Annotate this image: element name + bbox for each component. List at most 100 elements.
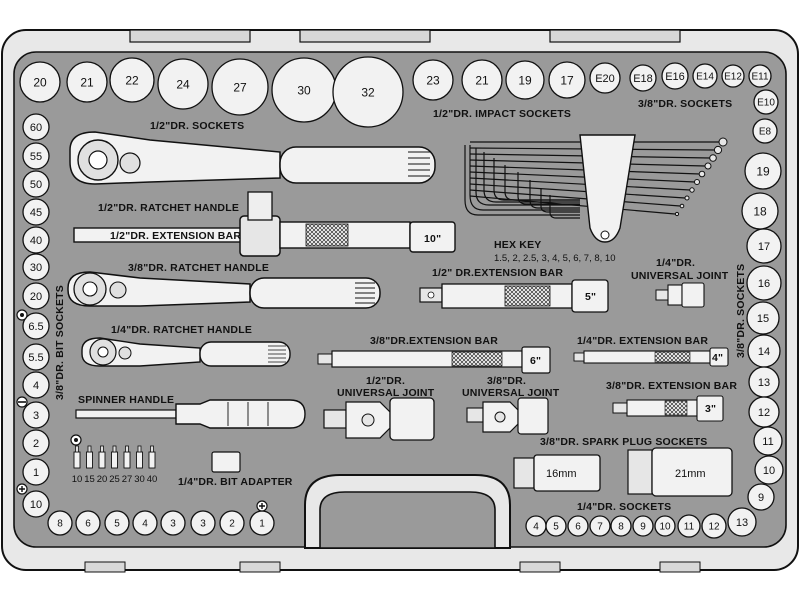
socket-left_col[interactable]: 3 xyxy=(22,401,50,429)
socket-label: 8 xyxy=(57,519,63,530)
socket-half_top[interactable]: 30 xyxy=(271,57,337,123)
socket-bottom_left[interactable]: 6 xyxy=(75,510,101,536)
screwdriver-bit[interactable]: 40 xyxy=(147,445,158,485)
socket-right_col[interactable]: 19 xyxy=(744,152,782,190)
socket-e_top[interactable]: E12 xyxy=(721,64,745,88)
socket-quarter_bottom[interactable]: 4 xyxy=(525,515,547,537)
quarter-extension-bar-4in[interactable] xyxy=(573,347,729,367)
socket-label: E16 xyxy=(665,71,685,83)
socket-right_col[interactable]: 10 xyxy=(754,455,784,485)
screwdriver-bit[interactable]: 25 xyxy=(109,445,120,485)
socket-quarter_bottom[interactable]: 5 xyxy=(545,515,567,537)
socket-e_top[interactable]: E20 xyxy=(589,62,621,94)
socket-e_right[interactable]: E10 xyxy=(753,89,779,115)
socket-left_col[interactable]: 2 xyxy=(22,429,50,457)
screwdriver-bit[interactable]: 27 xyxy=(122,445,133,485)
socket-left_col[interactable]: 6.5 xyxy=(22,312,50,340)
socket-bottom_left[interactable]: 3 xyxy=(190,510,216,536)
spark-plug-socket-16mm[interactable] xyxy=(513,454,601,492)
quarter-universal-joint[interactable] xyxy=(655,282,705,308)
spinner-handle[interactable] xyxy=(75,399,306,429)
socket-e_right[interactable]: E8 xyxy=(752,118,778,144)
screwdriver-bit[interactable]: 10 xyxy=(72,445,83,485)
socket-left_col[interactable]: 4 xyxy=(22,371,50,399)
socket-quarter_bottom[interactable]: 13 xyxy=(727,507,757,537)
socket-quarter_bottom[interactable]: 6 xyxy=(567,515,589,537)
socket-label: 1 xyxy=(259,519,265,530)
socket-bottom_left[interactable]: 3 xyxy=(160,510,186,536)
socket-left_col[interactable]: 40 xyxy=(22,226,50,254)
socket-label: 6.5 xyxy=(28,321,43,333)
socket-right_col[interactable]: 16 xyxy=(746,265,782,301)
socket-right_col[interactable]: 18 xyxy=(741,192,779,230)
three8-universal-joint[interactable] xyxy=(466,397,549,435)
socket-quarter_bottom[interactable]: 7 xyxy=(589,515,611,537)
socket-impact_top[interactable]: 17 xyxy=(548,61,586,99)
socket-e_top[interactable]: E16 xyxy=(661,62,689,90)
socket-label: 19 xyxy=(756,164,770,178)
half-extension-bar-5in[interactable] xyxy=(419,279,609,313)
screwdriver-bit[interactable]: 15 xyxy=(84,445,95,485)
socket-left_col[interactable]: 45 xyxy=(22,198,50,226)
half-ratchet-handle[interactable] xyxy=(69,131,436,185)
socket-right_col[interactable]: 14 xyxy=(747,334,781,368)
phillips-symbol-left xyxy=(16,483,28,495)
socket-left_col[interactable]: 55 xyxy=(22,142,50,170)
hex-key-holder[interactable] xyxy=(579,134,636,243)
socket-left_col[interactable]: 60 xyxy=(22,113,50,141)
socket-half_top[interactable]: 27 xyxy=(211,58,269,116)
socket-e_top[interactable]: E18 xyxy=(629,64,657,92)
three8-ratchet-handle[interactable] xyxy=(67,271,381,309)
socket-right_col[interactable]: 12 xyxy=(748,396,780,428)
three8-extension-bar-3in[interactable] xyxy=(612,395,724,422)
socket-right_col[interactable]: 9 xyxy=(747,483,775,511)
socket-impact_top[interactable]: 21 xyxy=(461,59,503,101)
socket-quarter_bottom[interactable]: 9 xyxy=(632,515,654,537)
socket-bottom_left[interactable]: 8 xyxy=(47,510,73,536)
quarter-ratchet-handle[interactable] xyxy=(81,337,291,367)
half-universal-joint[interactable] xyxy=(323,397,435,441)
half-extension-bar-10in[interactable] xyxy=(73,191,456,257)
socket-right_col[interactable]: 13 xyxy=(748,366,780,398)
socket-half_top[interactable]: 20 xyxy=(19,61,61,103)
socket-half_top[interactable]: 22 xyxy=(109,57,155,103)
socket-e_top[interactable]: E11 xyxy=(748,64,772,88)
label-quarter-uj-line1: 1/4"DR. xyxy=(656,257,695,269)
socket-quarter_bottom[interactable]: 8 xyxy=(610,515,632,537)
socket-bottom_left[interactable]: 5 xyxy=(104,510,130,536)
bit-label: 20 xyxy=(97,474,108,485)
socket-left_col[interactable]: 50 xyxy=(22,170,50,198)
socket-e_top[interactable]: E14 xyxy=(692,63,718,89)
socket-left_col[interactable]: 30 xyxy=(22,253,50,281)
spark-plug-socket-21mm[interactable] xyxy=(627,447,733,497)
socket-left_col[interactable]: 20 xyxy=(22,282,50,310)
socket-label: 5 xyxy=(114,519,120,530)
socket-impact_top[interactable]: 23 xyxy=(412,59,454,101)
bit-adapter[interactable] xyxy=(211,451,241,473)
screwdriver-bit[interactable]: 30 xyxy=(134,445,145,485)
socket-half_top[interactable]: 24 xyxy=(157,58,209,110)
socket-impact_top[interactable]: 19 xyxy=(505,60,545,100)
socket-label: 10 xyxy=(30,499,42,511)
socket-right_col[interactable]: 17 xyxy=(746,228,782,264)
case-hinge-right xyxy=(549,29,681,43)
socket-quarter_bottom[interactable]: 11 xyxy=(677,514,701,538)
socket-quarter_bottom[interactable]: 12 xyxy=(701,513,727,539)
socket-bottom_left[interactable]: 2 xyxy=(219,510,245,536)
bit-label: 15 xyxy=(84,474,95,485)
socket-half_top[interactable]: 32 xyxy=(332,56,404,128)
three8-extension-bar-6in[interactable] xyxy=(317,346,551,374)
socket-bottom_left[interactable]: 1 xyxy=(249,510,275,536)
socket-bottom_left[interactable]: 4 xyxy=(132,510,158,536)
socket-label: 13 xyxy=(758,377,770,389)
socket-left_col[interactable]: 1 xyxy=(22,458,50,486)
screwdriver-bit[interactable]: 20 xyxy=(97,445,108,485)
socket-left_col[interactable]: 10 xyxy=(22,490,50,518)
socket-quarter_bottom[interactable]: 10 xyxy=(654,515,676,537)
label-quarter-ratchet: 1/4"DR. RATCHET HANDLE xyxy=(111,324,252,336)
socket-half_top[interactable]: 21 xyxy=(66,61,108,103)
label-spinner-handle: SPINNER HANDLE xyxy=(78,394,174,406)
socket-right_col[interactable]: 11 xyxy=(753,426,783,456)
socket-left_col[interactable]: 5.5 xyxy=(22,343,50,371)
socket-right_col[interactable]: 15 xyxy=(746,301,780,335)
